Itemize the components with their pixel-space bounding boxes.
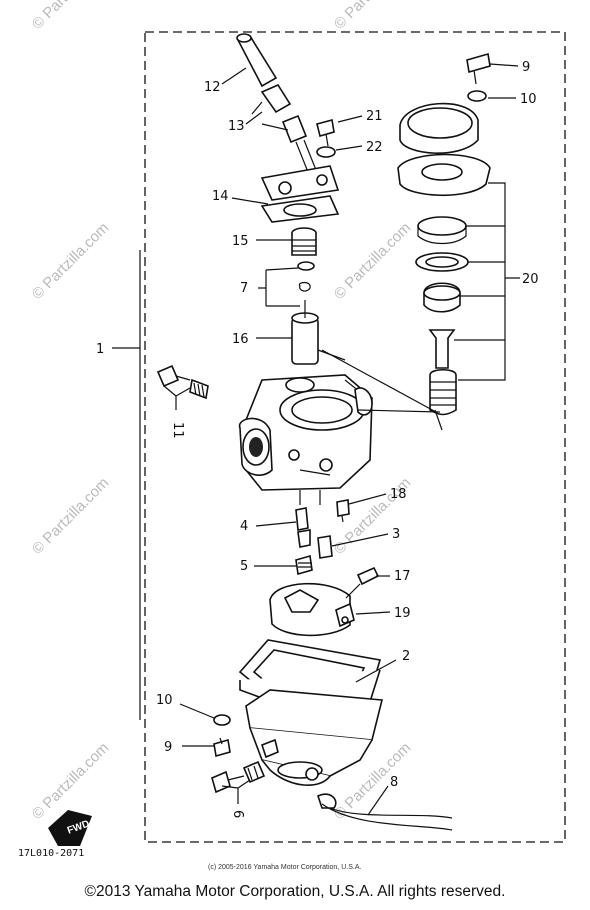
callout-1: 1 (96, 342, 104, 357)
callout-11: 11 (170, 422, 185, 439)
callout-22: 22 (366, 140, 383, 155)
drain-hose-8 (317, 793, 453, 831)
leader-lines (112, 63, 520, 816)
callout-19: 19 (394, 606, 411, 621)
choke-pipe-assembly (236, 33, 340, 365)
callout-2: 2 (402, 649, 410, 664)
watermark: © Partzilla.com (29, 474, 112, 557)
watermark: © Partzilla.com (331, 0, 414, 33)
jets-3-4-5-18 (295, 499, 350, 576)
callout-15: 15 (232, 234, 249, 249)
callout-16: 16 (232, 332, 249, 347)
watermark: © Partzilla.com (331, 219, 414, 302)
callout-17: 17 (394, 569, 411, 584)
copyright-notice: ©2013 Yamaha Motor Corporation, U.S.A. A… (84, 883, 506, 900)
assembly-boundary (144, 31, 566, 843)
callout-4: 4 (240, 519, 248, 534)
callout-20: 20 (522, 272, 539, 287)
callout-21: 21 (366, 109, 383, 124)
callout-8: 8 (390, 775, 398, 790)
callout-9-top: 9 (522, 60, 530, 75)
callout-9-bottom: 9 (164, 740, 172, 755)
source-notice: (c) 2005-2016 Yamaha Motor Corporation, … (208, 864, 361, 871)
watermark: © Partzilla.com (29, 739, 112, 822)
fwd-badge: FWD (48, 810, 92, 846)
watermark: © Partzilla.com (29, 219, 112, 302)
callout-5: 5 (240, 559, 248, 574)
diaphragm-assembly (397, 52, 491, 431)
callout-12: 12 (204, 80, 221, 95)
callout-10-bottom: 10 (156, 693, 173, 708)
callout-7: 7 (240, 281, 248, 296)
float-chamber-gasket-2 (238, 639, 382, 709)
callout-13: 13 (228, 119, 245, 134)
callout-6: 6 (230, 810, 245, 818)
callout-10-top: 10 (520, 92, 537, 107)
carburetor-body (239, 374, 373, 491)
diagram-code: 17L010-2071 (18, 848, 84, 859)
float-assembly (269, 566, 380, 637)
callout-labels: 12 13 21 22 14 15 7 16 1 11 9 10 20 18 4… (96, 60, 539, 818)
watermark: © Partzilla.com (29, 0, 112, 33)
float-chamber (245, 689, 384, 786)
screw-and-washer-21-22 (316, 119, 336, 158)
callout-3: 3 (392, 527, 400, 542)
idle-screw-11 (156, 364, 209, 400)
callout-18: 18 (390, 487, 407, 502)
callout-14: 14 (212, 189, 229, 204)
